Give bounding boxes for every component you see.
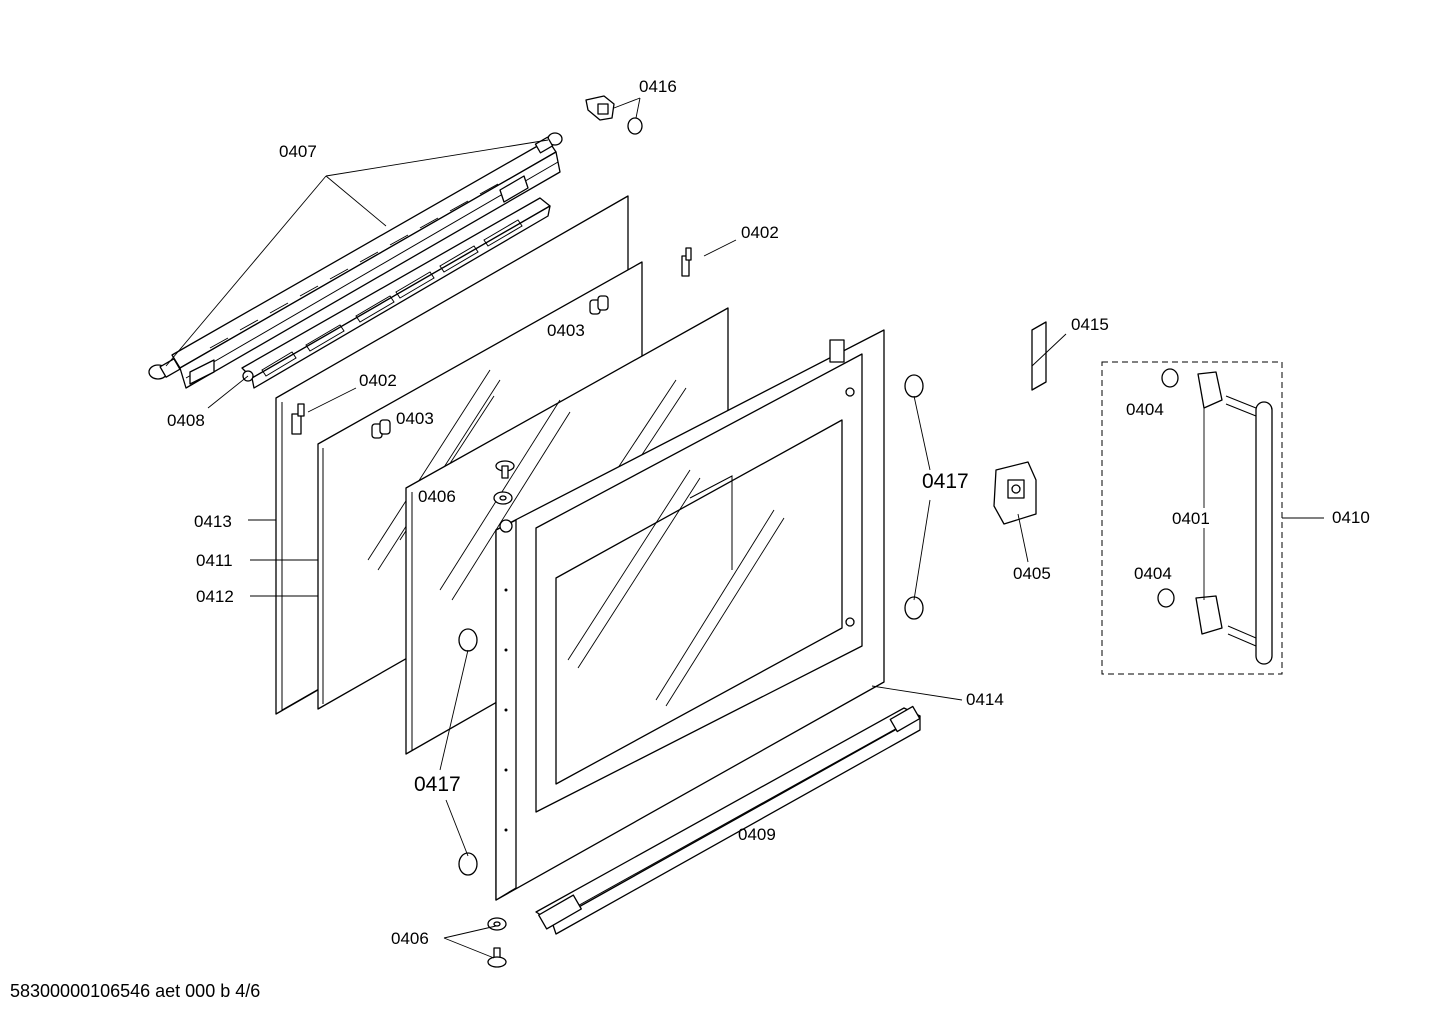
handle-group: [1101, 361, 1283, 675]
screw-0406-top: [493, 460, 515, 505]
label-0413: 0413: [194, 512, 232, 531]
label-0410: 0410: [1332, 508, 1370, 527]
bumper-0417: [458, 374, 924, 876]
label-0405: 0405: [1013, 564, 1051, 583]
label-0409: 0409: [738, 825, 776, 844]
clip-0402-upper: [681, 247, 692, 277]
label-0402-lower: 0402: [359, 371, 397, 390]
label-0402-upper: 0402: [741, 223, 779, 242]
drawing-reference: 58300000106546 aet 000 b 4/6: [10, 981, 260, 1001]
clip-0402-lower: [291, 403, 305, 435]
label-0403-upper: 0403: [547, 321, 585, 340]
label-0406-top: 0406: [418, 487, 456, 506]
label-0408: 0408: [167, 411, 205, 430]
top-rail-assembly: [148, 132, 563, 389]
leader-lines: [165, 97, 1324, 959]
label-0411: 0411: [196, 551, 233, 570]
label-0415: 0415: [1071, 315, 1109, 334]
label-0406-bottom: 0406: [391, 929, 429, 948]
label-0401: 0401: [1172, 509, 1210, 528]
clip-0403-upper: [589, 295, 609, 315]
door-frame-0414: [495, 329, 885, 901]
label-0412: 0412: [196, 587, 234, 606]
label-0407: 0407: [279, 142, 317, 161]
clip-0403-lower: [371, 419, 391, 439]
label-0404-lower: 0404: [1134, 564, 1172, 583]
clip-0416: [585, 95, 643, 135]
label-0416: 0416: [639, 77, 677, 96]
label-0417-left: 0417: [414, 773, 461, 796]
label-0403-lower: 0403: [396, 409, 434, 428]
label-0414: 0414: [966, 690, 1004, 709]
bottom-rail-0409: [535, 705, 921, 935]
part-labels: 0416 0407 0402 0403 0415 0402 0403 0408 …: [167, 77, 1370, 948]
label-0417-right: 0417: [922, 470, 969, 493]
screw-0406-bottom: [487, 917, 507, 968]
label-0404-upper: 0404: [1126, 400, 1164, 419]
hinge-block-0405: [993, 461, 1037, 525]
strip-0415: [1031, 321, 1047, 391]
